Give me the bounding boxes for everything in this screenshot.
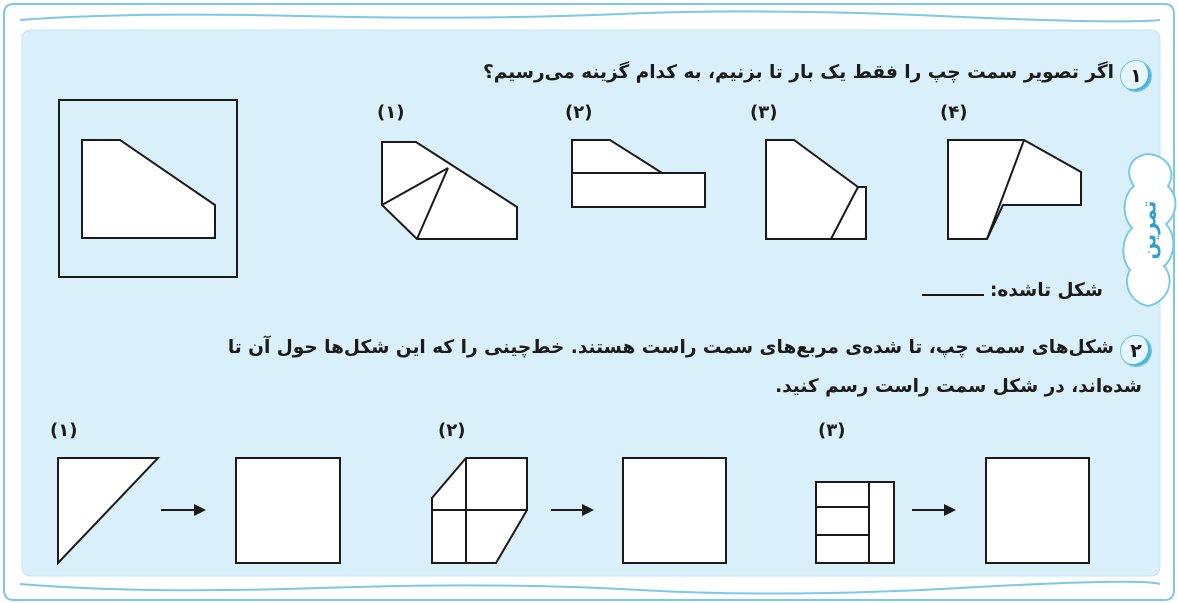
outer-border	[3, 3, 1175, 601]
question-2-line-2: شده‌اند، در شکل سمت راست رسم کنید.	[775, 376, 1142, 397]
top-wave	[19, 10, 1161, 23]
option-4-label[interactable]: (۴)	[940, 102, 968, 123]
cloud-badge-icon	[1122, 152, 1177, 308]
folded-shape-label: شکل تاشده:	[990, 280, 1103, 301]
folded-shape-answer[interactable]: شکل تاشده:	[918, 280, 1103, 301]
option-2-label[interactable]: (۲)	[565, 102, 593, 123]
exercise-side-badge: تمرین	[1118, 150, 1178, 310]
question-1-number: ۱	[1120, 60, 1152, 92]
question-2-number: ۲	[1120, 335, 1152, 367]
item-1-label: (۱)	[50, 420, 78, 441]
option-3-label[interactable]: (۳)	[750, 102, 778, 123]
light-blue-panel	[21, 29, 1161, 577]
option-1-label[interactable]: (۱)	[377, 102, 405, 123]
question-2-line-1: شکل‌های سمت چپ، تا شده‌ی مربع‌های سمت را…	[227, 337, 1114, 358]
answer-blank[interactable]	[921, 294, 984, 296]
item-3-label: (۳)	[818, 420, 846, 441]
question-1-title: اگر تصویر سمت چپ را فقط یک بار تا بزنیم،…	[482, 62, 1114, 83]
side-badge-text: تمرین	[1136, 200, 1160, 260]
bottom-wave	[19, 580, 1161, 595]
item-2-label: (۲)	[438, 420, 466, 441]
